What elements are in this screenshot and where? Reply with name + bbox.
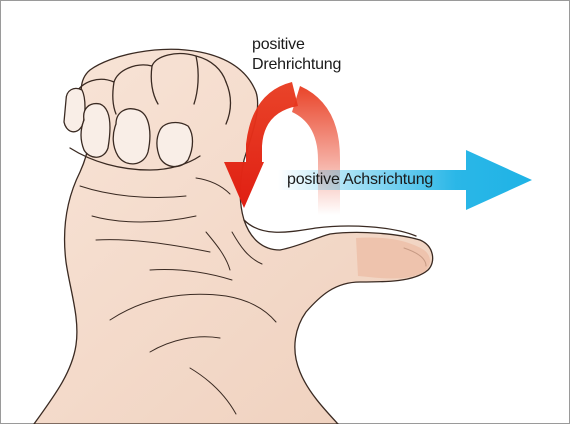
fingernail-4 (157, 123, 193, 167)
fingernail-3 (113, 109, 150, 164)
rotation-arrow-back (292, 86, 340, 215)
axis-direction-label: positive Achsrichtung (287, 170, 433, 190)
rotation-direction-label: positive Drehrichtung (252, 35, 341, 75)
rotation-label-line1: positive (252, 35, 341, 55)
rotation-label-line2: Drehrichtung (252, 55, 341, 75)
hand-icon (34, 49, 433, 424)
fingernail-2 (81, 104, 110, 158)
